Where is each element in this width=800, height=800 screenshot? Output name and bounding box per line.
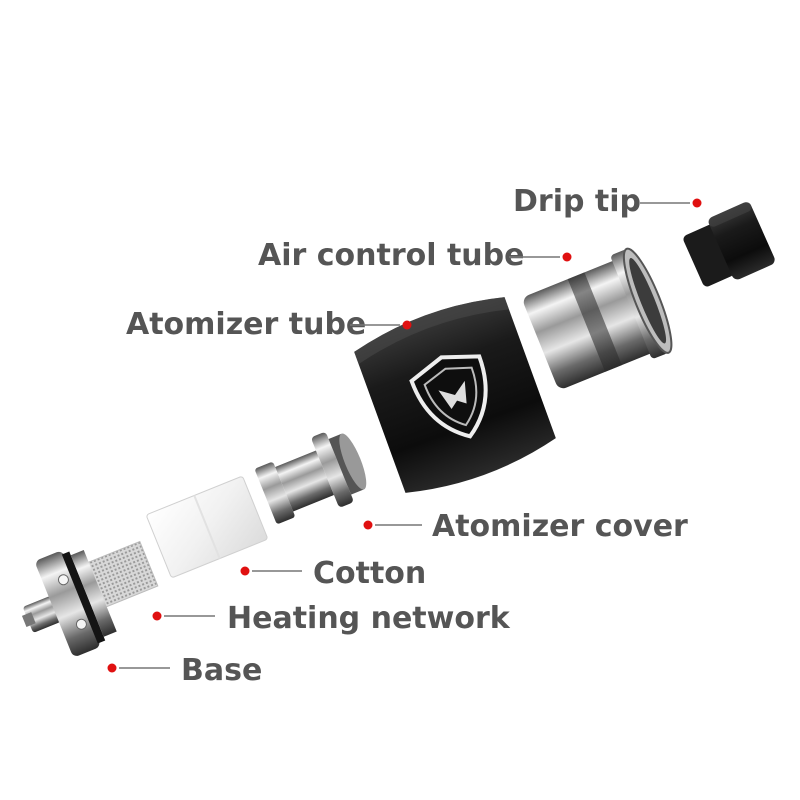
marker-air-control-tube — [562, 252, 572, 262]
label-atomizer-tube: Atomizer tube — [126, 307, 366, 342]
marker-cotton — [240, 566, 250, 576]
callout-atomizer-tube: Atomizer tube — [126, 307, 412, 342]
atomizer-cover-part — [255, 432, 367, 524]
marker-base — [107, 663, 117, 673]
callout-atomizer-cover: Atomizer cover — [363, 509, 688, 544]
air-control-tube-part — [523, 247, 673, 389]
label-atomizer-cover: Atomizer cover — [432, 509, 688, 544]
atomizer-tube-part — [354, 297, 556, 493]
drip-tip-part — [683, 202, 775, 287]
marker-heating-network — [152, 611, 162, 621]
label-drip-tip: Drip tip — [513, 184, 641, 219]
marker-atomizer-tube — [402, 320, 412, 330]
label-base: Base — [181, 653, 262, 688]
marker-drip-tip — [692, 198, 702, 208]
label-heating-network: Heating network — [227, 601, 511, 636]
label-cotton: Cotton — [313, 556, 426, 591]
callout-heating-network: Heating network — [152, 601, 511, 636]
marker-atomizer-cover — [363, 520, 373, 530]
base-part — [21, 549, 117, 656]
cotton-part — [146, 476, 268, 578]
callout-air-control-tube: Air control tube — [258, 238, 572, 273]
callout-cotton: Cotton — [240, 556, 426, 591]
shield-logo-icon — [409, 354, 488, 439]
callout-base: Base — [107, 653, 262, 688]
callout-drip-tip: Drip tip — [513, 184, 702, 219]
label-air-control-tube: Air control tube — [258, 238, 524, 273]
